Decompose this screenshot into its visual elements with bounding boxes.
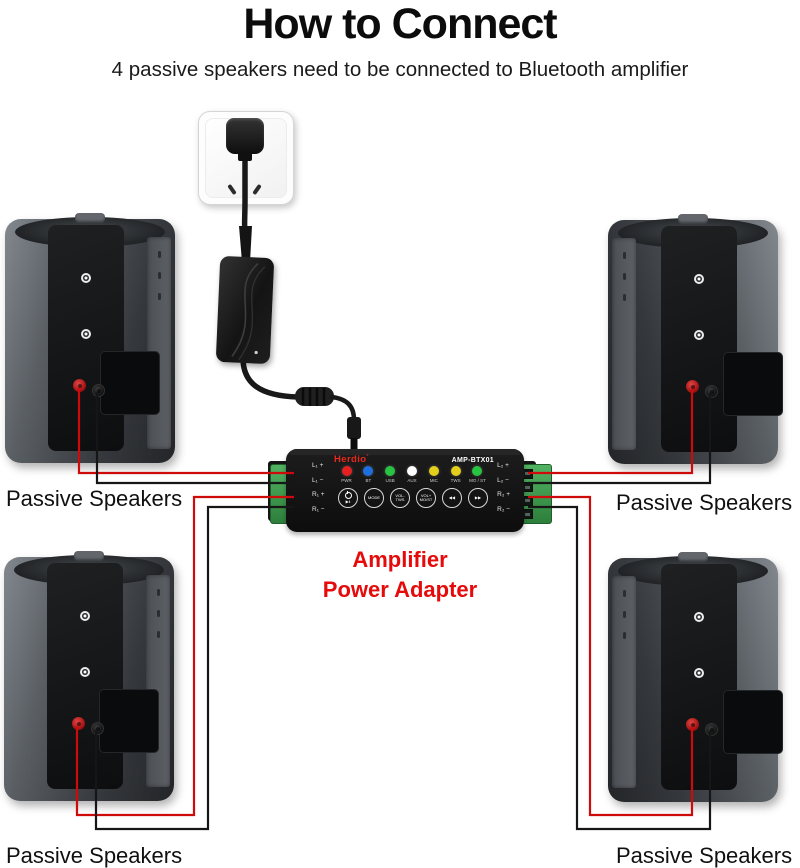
terminal-cup <box>723 352 783 416</box>
label-speaker-top-right: Passive Speakers <box>616 490 793 515</box>
mounting-bracket <box>147 237 171 449</box>
amplifier-caption-line1: Amplifier <box>352 547 448 572</box>
led-bt: BT <box>360 466 377 483</box>
label-r1-minus: R₁ − <box>312 505 325 513</box>
binding-post-negative <box>705 385 718 398</box>
label-l2-plus: L₂ + <box>497 462 509 469</box>
screw-icon <box>80 611 90 621</box>
speaker-top-left <box>5 213 175 463</box>
terminal-cup <box>100 351 160 415</box>
terminal-labels-right: L₂ + L₂ − R₂ + R₂ − <box>497 462 510 513</box>
mounting-bracket <box>612 576 636 788</box>
binding-post-positive <box>72 717 85 730</box>
play-pause-icon: ▶‖ <box>345 499 351 504</box>
binding-post-positive <box>686 718 699 731</box>
mounting-bracket <box>146 575 170 787</box>
speaker-bottom-left <box>4 551 174 801</box>
bracket-knob <box>74 551 104 561</box>
page-subtitle: 4 passive speakers need to be connected … <box>111 58 689 81</box>
vol-up-most-button: VOL+MO/ST <box>416 488 436 508</box>
dc-connector <box>347 417 361 439</box>
model-number: AMP-BTX01 <box>451 457 494 464</box>
speaker-top-right <box>608 214 783 464</box>
adapter-output-cable <box>240 355 301 400</box>
ferrite-ribs <box>301 388 326 406</box>
brand-logo: Herdio° <box>334 454 369 466</box>
label-speaker-bottom-right: Passive Speakers <box>616 843 793 868</box>
led-usb: USB <box>382 466 399 483</box>
previous-icon: ◀◀ <box>448 495 456 500</box>
binding-post-positive <box>73 379 86 392</box>
terminal-cup <box>99 689 159 753</box>
mounting-bracket <box>612 238 636 450</box>
label-speaker-bottom-left: Passive Speakers <box>6 843 183 868</box>
dc-cable <box>329 394 357 423</box>
power-adapter-brick <box>215 255 275 365</box>
led-row: PWR BT USB AUX MIC TWS MO / ST <box>338 466 486 483</box>
label-speaker-top-left: Passive Speakers <box>6 486 183 511</box>
next-track-button: ▶▶ <box>468 488 488 508</box>
vol-down-tws-button: VOL-TWS <box>390 488 410 508</box>
next-icon: ▶▶ <box>474 495 482 500</box>
previous-track-button: ◀◀ <box>442 488 462 508</box>
screw-icon <box>81 273 91 283</box>
led-pwr: PWR <box>338 466 355 483</box>
page-title: How to Connect <box>243 0 557 48</box>
speaker-bottom-right <box>608 552 783 802</box>
terminal-cup <box>723 690 783 754</box>
amp-top-edge <box>290 449 520 455</box>
screw-icon <box>694 274 704 284</box>
screw-icon <box>80 667 90 677</box>
button-row: ▶‖ MODE VOL-TWS VOL+MO/ST ◀◀ ▶▶ <box>338 488 488 508</box>
ferrite-bead <box>295 387 334 406</box>
speaker-back-panel <box>661 226 783 452</box>
amplifier-caption: Amplifier Power Adapter <box>280 545 520 604</box>
speaker-back-panel <box>661 564 783 790</box>
led-mo-st: MO / ST <box>469 466 486 483</box>
screw-icon <box>694 330 704 340</box>
label-l1-plus: L₁ + <box>312 462 324 469</box>
label-r2-plus: R₂ + <box>497 491 510 498</box>
label-r2-minus: R₂ − <box>497 505 510 513</box>
label-l1-minus: L₁ − <box>312 476 324 484</box>
power-icon <box>344 491 352 499</box>
speaker-back-panel <box>48 225 160 451</box>
power-play-button: ▶‖ <box>338 488 358 508</box>
screw-icon <box>694 668 704 678</box>
label-l2-minus: L₂ − <box>497 476 509 484</box>
adapter-design-lines <box>231 262 266 361</box>
bracket-knob <box>75 213 105 223</box>
mode-button: MODE <box>364 488 384 508</box>
power-plug-neck <box>238 152 252 161</box>
adapter-led <box>254 350 258 355</box>
led-mic: MIC <box>425 466 442 483</box>
label-r1-plus: R₁ + <box>312 491 325 498</box>
bracket-knob <box>678 552 708 562</box>
power-plug <box>226 118 264 154</box>
screw-icon <box>694 612 704 622</box>
bluetooth-amplifier: Herdio° AMP-BTX01 L₁ + L₁ − R₁ + R₁ − L₂… <box>286 449 524 532</box>
binding-post-positive <box>686 380 699 393</box>
terminal-labels-left: L₁ + L₁ − R₁ + R₁ − <box>312 462 325 513</box>
led-aux: AUX <box>403 466 420 483</box>
screw-icon <box>81 329 91 339</box>
binding-post-negative <box>92 384 105 397</box>
amplifier-caption-line2: Power Adapter <box>322 576 478 602</box>
binding-post-negative <box>91 722 104 735</box>
bracket-knob <box>678 214 708 224</box>
led-tws: TWS <box>447 466 464 483</box>
speaker-back-panel <box>47 563 159 789</box>
binding-post-negative <box>705 723 718 736</box>
